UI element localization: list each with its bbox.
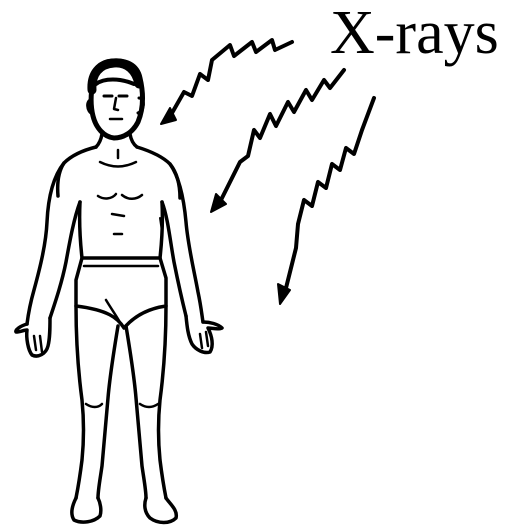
left-fingers	[34, 336, 42, 352]
head	[88, 61, 144, 138]
left-arm	[27, 163, 80, 324]
left-leg	[76, 306, 118, 498]
neck-right	[130, 134, 137, 147]
underwear	[76, 258, 166, 328]
left-foot	[72, 498, 101, 522]
neck-left	[96, 134, 102, 147]
collarbone	[100, 162, 136, 167]
x-rays-label: X-rays	[330, 2, 499, 64]
right-fingers	[200, 332, 208, 348]
chest-left	[98, 194, 116, 198]
abs-line-1	[112, 214, 124, 216]
human-figure	[16, 61, 222, 523]
right-knee	[140, 404, 158, 407]
right-hand	[186, 316, 222, 353]
right-arm	[162, 164, 203, 322]
x-ray-arrow-3	[278, 98, 374, 304]
x-ray-arrow-2	[211, 70, 344, 212]
right-leg	[126, 306, 166, 498]
chest-right	[122, 195, 142, 199]
right-foot	[145, 498, 177, 523]
x-ray-arrow-1	[161, 40, 292, 124]
left-knee	[86, 404, 102, 407]
